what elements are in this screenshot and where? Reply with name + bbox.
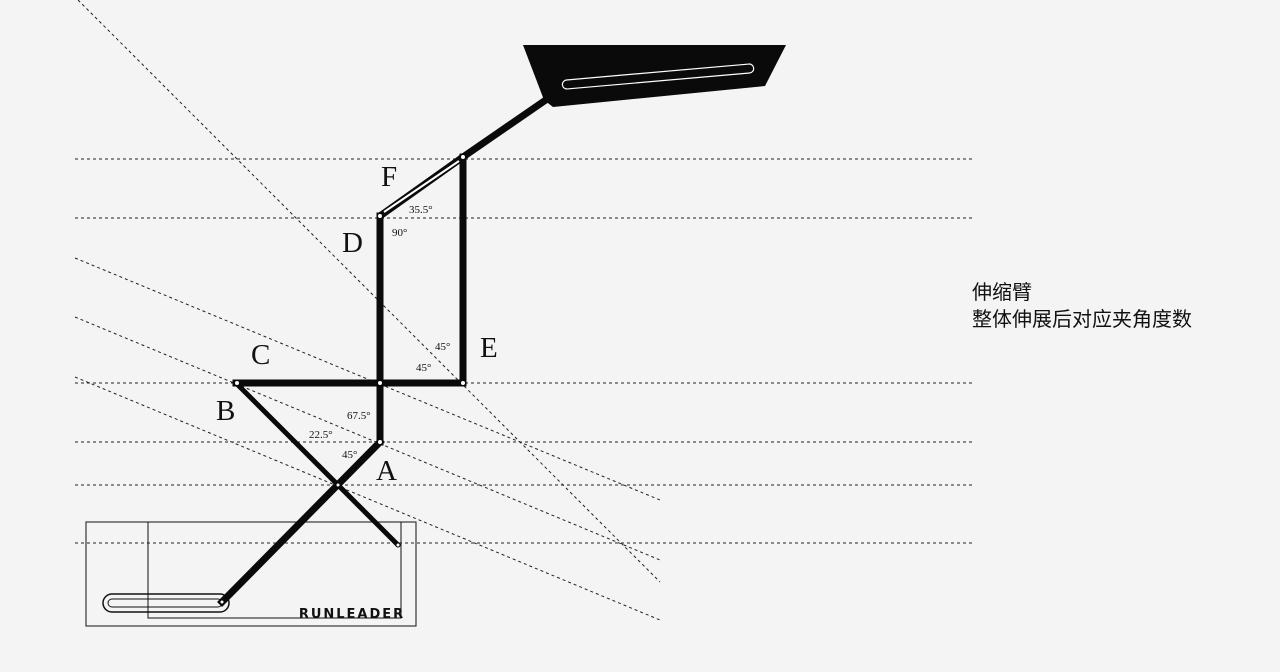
joint-a (377, 439, 383, 445)
angle-f-top: 35.5° (409, 204, 433, 216)
angle-b-diag: 22.5° (309, 429, 333, 441)
joint-d (377, 213, 383, 219)
base-inner (147, 521, 402, 619)
diagram-caption: 伸缩臂 整体伸展后对应夹角度数 (972, 279, 1192, 333)
label-a: A (376, 455, 397, 487)
angle-d-corner: 90° (392, 227, 407, 239)
lamp-head (523, 45, 786, 107)
beam-d-to-f-highlight (383, 160, 460, 213)
beam-base-to-a (217, 437, 385, 607)
guide-diag-long (77, 0, 661, 583)
label-d: D (342, 227, 363, 259)
caption-title: 伸缩臂 (972, 280, 1032, 304)
angle-b-vert: 67.5° (347, 410, 371, 422)
lamp-head-shade (523, 45, 786, 107)
point-labels: A B C D E F (216, 161, 498, 487)
joint-base (219, 599, 225, 605)
base-unit: RUNLEADER (85, 521, 417, 627)
joints (219, 154, 466, 605)
angle-e-upper: 45° (435, 341, 450, 353)
beam-b-to-foot (233, 380, 401, 548)
horizontal-guides (75, 158, 972, 544)
joint-foot (395, 542, 401, 548)
angle-a-lower: 45° (342, 449, 357, 461)
guide-diag-1 (74, 257, 661, 501)
caption-subtitle: 整体伸展后对应夹角度数 (972, 307, 1192, 331)
joint-e (460, 380, 466, 386)
joint-center (377, 380, 383, 386)
beam-top-to-head (458, 90, 558, 162)
base-slot (102, 593, 230, 613)
lamp-head-slot (561, 63, 755, 90)
joint-f (460, 154, 466, 160)
label-f: F (381, 161, 397, 193)
diagonal-guides (74, 0, 661, 621)
angle-e-lower: 45° (416, 362, 431, 374)
guide-diag-2 (74, 316, 661, 561)
base-slot-inner (107, 598, 223, 608)
label-c: C (251, 339, 270, 371)
label-b: B (216, 395, 235, 427)
angle-labels: 35.5° 90° 45° 45° 67.5° 22.5° 45° (309, 204, 450, 461)
base-logo: RUNLEADER (299, 607, 405, 622)
label-e: E (480, 332, 498, 364)
arm-beams (217, 90, 558, 607)
joint-b (234, 380, 240, 386)
joint-cross (335, 482, 341, 488)
